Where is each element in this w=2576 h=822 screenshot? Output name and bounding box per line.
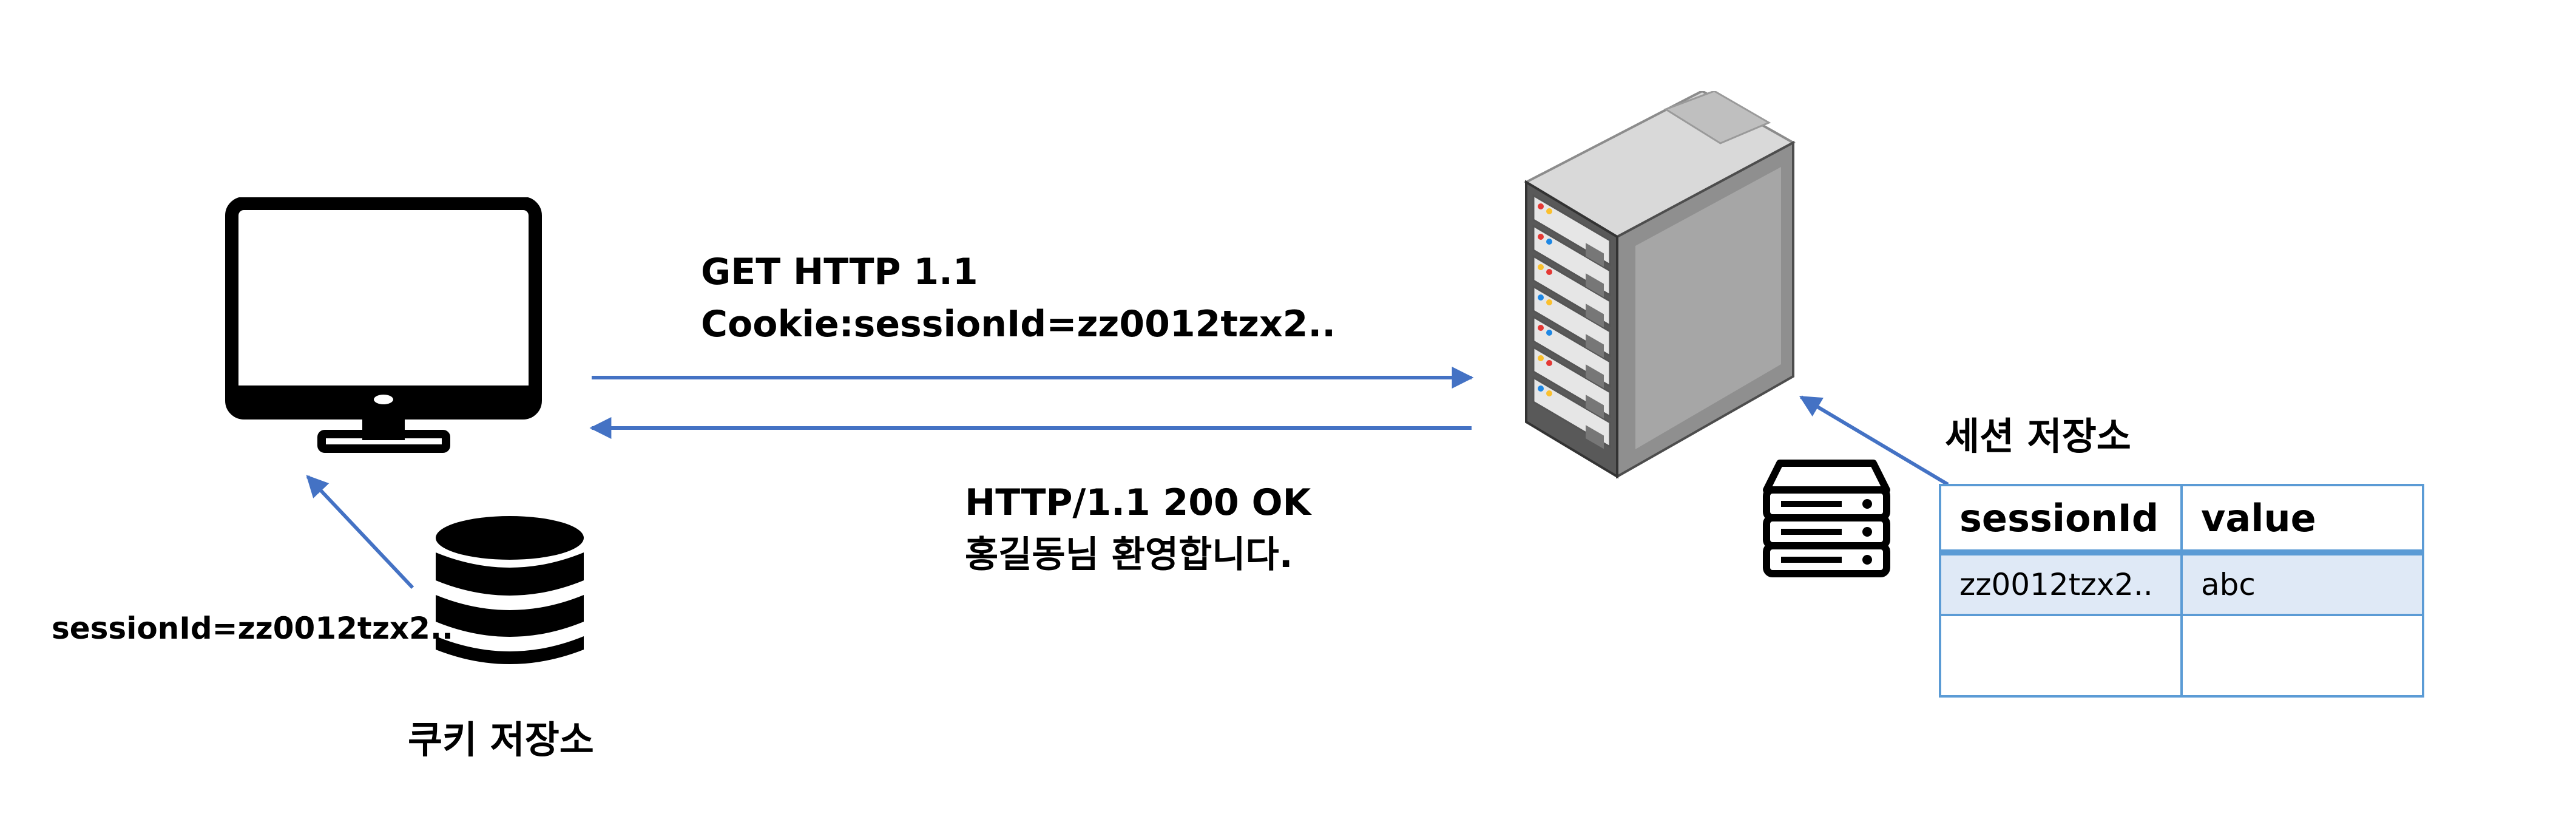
session-table: sessionId value zz0012tzx2.. abc [1939, 484, 2424, 698]
cell-value: abc [2180, 551, 2424, 616]
response-line-body: 홍길동님 환영합니다. [965, 534, 1293, 576]
server-stack-icon [1763, 460, 1890, 577]
request-line-method: GET HTTP 1.1 [701, 251, 978, 293]
cell-sessionid [1939, 614, 2183, 698]
cookie-store-arrow [306, 475, 414, 589]
session-store-label: 세션 저장소 [1945, 414, 2131, 458]
request-message: GET HTTP 1.1 Cookie:sessionId=zz0012tzx2… [701, 246, 1336, 350]
session-store-arrow [1799, 395, 1949, 486]
cookie-value: sessionId=zz0012tzx2.. [52, 611, 453, 646]
response-line-status: HTTP/1.1 200 OK [965, 481, 1311, 524]
rack-bays [1532, 194, 1611, 449]
database-icon [436, 516, 584, 664]
request-line-cookie: Cookie:sessionId=zz0012tzx2.. [701, 303, 1336, 345]
session-table-header: sessionId value [1939, 484, 2424, 555]
response-message: HTTP/1.1 200 OK 홍길동님 환영합니다. [965, 477, 1311, 581]
cell-sessionid: zz0012tzx2.. [1939, 551, 2183, 616]
column-header-value: value [2180, 484, 2424, 555]
cookie-store-label: 쿠키 저장소 [408, 718, 594, 762]
desktop-monitor-icon [225, 197, 542, 453]
table-row: zz0012tzx2.. abc [1939, 551, 2424, 616]
table-row [1939, 614, 2424, 698]
column-header-sessionid: sessionId [1939, 484, 2183, 555]
server-rack-icon [1523, 91, 1796, 479]
cell-value [2180, 614, 2424, 698]
